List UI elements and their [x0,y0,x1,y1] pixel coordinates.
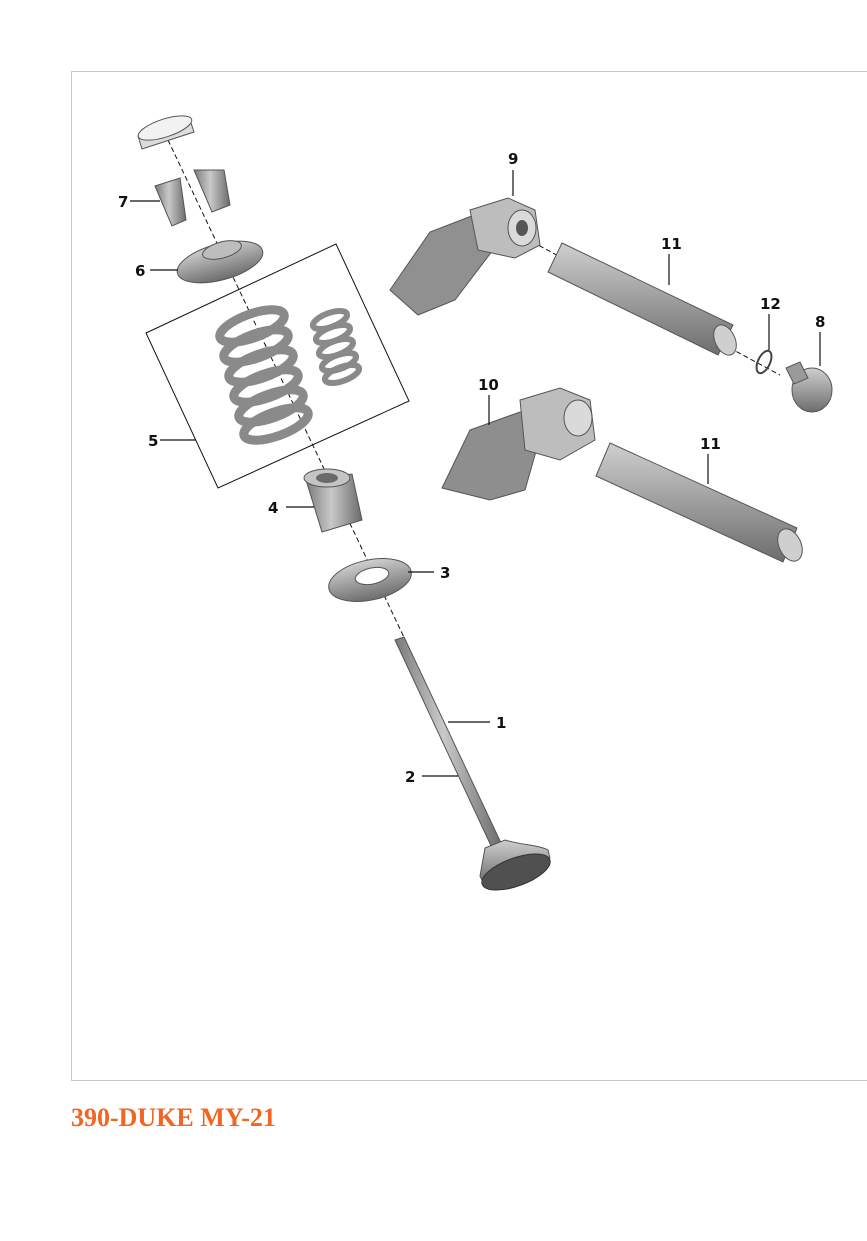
valve-spring-inner-part [309,307,363,387]
valve-stem-seal-part [303,468,363,533]
callout-9: 9 [508,150,518,168]
leader-lines [130,170,821,777]
spring-washer-part [328,558,412,602]
model-title: 390-DUKE MY-21 [71,1103,276,1132]
plug-screw-part [785,361,833,413]
callout-11-lower: 11 [700,435,721,453]
spring-retainer-part [176,240,264,284]
valve-part [394,636,551,891]
callout-8: 8 [815,313,825,331]
callout-4: 4 [268,499,278,517]
callout-2: 2 [405,768,415,786]
valve-keeper-part [154,169,231,227]
o-ring-part [755,349,773,375]
callout-1: 1 [496,714,506,732]
callout-5: 5 [148,432,158,450]
rocker-arm-exhaust-part [389,197,541,316]
spring-group-box [145,243,410,489]
callout-11-upper: 11 [661,235,682,253]
rocker-shaft-lower-part [595,442,803,563]
rocker-arm-intake-part [441,387,596,501]
valve-spring-outer-part [215,305,313,445]
callout-6: 6 [135,262,145,280]
valve-cap-part [137,115,195,150]
callout-12: 12 [760,295,781,313]
callout-10: 10 [478,376,499,394]
valve-axis-line [167,139,411,651]
rocker-shaft-upper-part [547,242,737,356]
callout-3: 3 [440,564,450,582]
diagram-frame [71,71,867,1081]
callout-7: 7 [118,193,128,211]
